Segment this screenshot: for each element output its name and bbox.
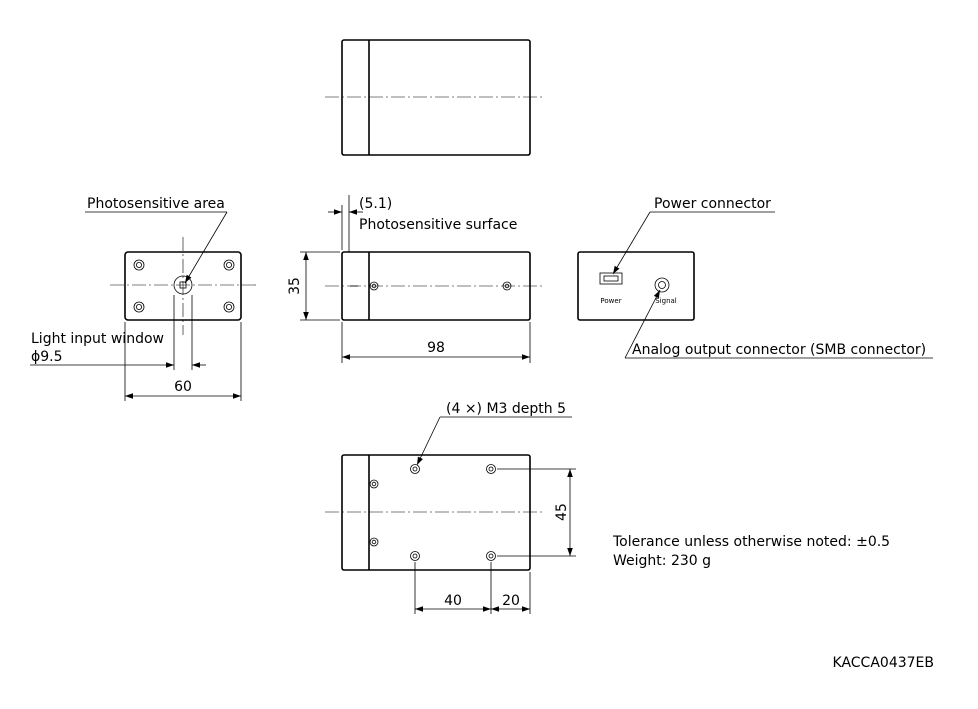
hole-spacing-y-label: 45: [554, 503, 570, 521]
hole-edge-offset-label: 20: [502, 593, 520, 609]
weight-note: Weight: 230 g: [613, 553, 711, 569]
side-height-label: 35: [287, 277, 303, 295]
rear-view: [577, 211, 933, 359]
power-port-text: Power: [600, 297, 621, 305]
light-input-window-label: Light input window: [31, 331, 164, 347]
side-view: [300, 195, 545, 363]
tolerance-note: Tolerance unless otherwise noted: ±0.5: [612, 534, 890, 550]
hole-spacing-x-label: 40: [444, 593, 462, 609]
screw-head-icon: [369, 281, 512, 291]
signal-port-icon: [654, 277, 670, 293]
drawing-code: KACCA0437EB: [833, 655, 934, 671]
power-connector-label: Power connector: [654, 196, 771, 212]
mounting-hole-icon: [410, 464, 496, 561]
light-input-window-icon: [173, 275, 193, 295]
power-port-icon: [599, 272, 623, 285]
signal-port-text: Signal: [655, 297, 677, 305]
side-length-label: 98: [427, 340, 445, 356]
photosensitive-offset-label: (5.1): [359, 196, 392, 212]
photosensitive-area-label: Photosensitive area: [87, 196, 225, 212]
screw-head-icon: [369, 479, 379, 547]
photosensitive-surface-label: Photosensitive surface: [359, 217, 517, 233]
bottom-view: [325, 416, 576, 614]
mounting-holes-label: (4 ×) M3 depth 5: [446, 401, 566, 417]
top-view: [325, 39, 545, 156]
analog-output-connector-label: Analog output connector (SMB connector): [632, 342, 926, 358]
front-view: [30, 211, 256, 401]
front-width-label: 60: [174, 379, 192, 395]
window-diameter-label: ϕ9.5: [31, 349, 63, 365]
screw-hole-icon: [133, 259, 235, 313]
